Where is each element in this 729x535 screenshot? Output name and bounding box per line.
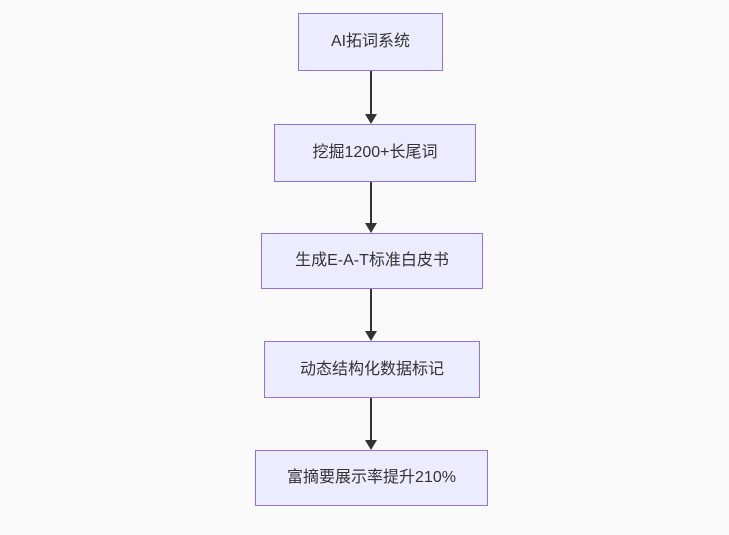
flowchart-node-rich-snippet-result: 富摘要展示率提升210% <box>255 450 488 506</box>
flowchart-node-ai-word-expansion: AI拓词系统 <box>298 13 443 71</box>
flowchart-edge-2 <box>364 182 378 233</box>
arrowhead-down-icon <box>365 223 377 233</box>
flowchart-edge-3 <box>364 289 378 341</box>
flowchart-edge-4 <box>364 398 378 450</box>
arrowhead-down-icon <box>365 440 377 450</box>
edge-line <box>370 182 372 224</box>
edge-line <box>370 398 372 441</box>
edge-line <box>370 71 372 115</box>
flowchart-node-structured-data: 动态结构化数据标记 <box>264 341 480 398</box>
node-label: AI拓词系统 <box>330 33 411 51</box>
node-label: 动态结构化数据标记 <box>299 360 444 378</box>
flowchart-edge-1 <box>364 71 378 124</box>
edge-line <box>370 289 372 332</box>
arrowhead-down-icon <box>365 331 377 341</box>
arrowhead-down-icon <box>365 114 377 124</box>
node-label: 挖掘1200+长尾词 <box>312 144 438 162</box>
node-label: 富摘要展示率提升210% <box>287 469 456 487</box>
flowchart-node-longtail-keywords: 挖掘1200+长尾词 <box>274 124 476 182</box>
flowchart-node-eat-whitepaper: 生成E-A-T标准白皮书 <box>261 233 483 289</box>
node-label: 生成E-A-T标准白皮书 <box>295 252 449 270</box>
